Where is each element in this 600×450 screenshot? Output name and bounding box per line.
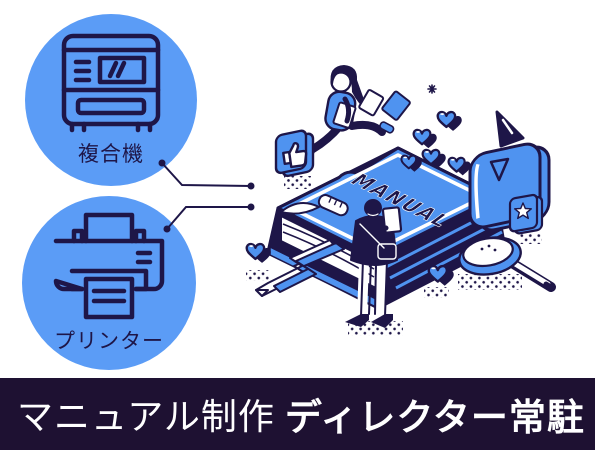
thumbs-up-badge <box>274 129 315 178</box>
speech-bubble-play-icon <box>468 110 551 232</box>
sparkle-icon <box>427 84 437 94</box>
book-title-group: MANUAL <box>344 170 457 232</box>
printer-circle: プリンター <box>22 196 196 370</box>
manual-book: MANUAL <box>266 146 506 310</box>
book-title: MANUAL <box>345 170 457 231</box>
banner-text-regular: マニュアル制作 <box>17 397 275 438</box>
magnifier-icon <box>458 236 556 292</box>
heart-icon <box>245 242 272 265</box>
halftone-shadows <box>246 176 542 336</box>
copier-icon <box>61 33 161 133</box>
running-woman <box>299 65 411 157</box>
man-reading-tablet <box>345 199 403 328</box>
connector-copier <box>158 159 255 190</box>
star-badge-icon <box>508 193 544 235</box>
heart-icon <box>427 264 455 287</box>
bottom-banner: マニュアル制作 ディレクター常駐 <box>0 378 595 450</box>
hand-cursor-icon <box>317 194 349 217</box>
flying-paper-white <box>358 89 385 117</box>
bookmark-ribbon <box>255 239 345 297</box>
printer-icon <box>53 212 165 320</box>
hearts-cluster <box>400 110 472 177</box>
copier-circle: 複合機 <box>25 14 197 186</box>
banner-text-bold: ディレクター常駐 <box>284 396 585 439</box>
copier-label: 複合機 <box>78 142 144 166</box>
printer-label: プリンター <box>54 329 164 353</box>
flying-paper-blue <box>381 90 411 121</box>
